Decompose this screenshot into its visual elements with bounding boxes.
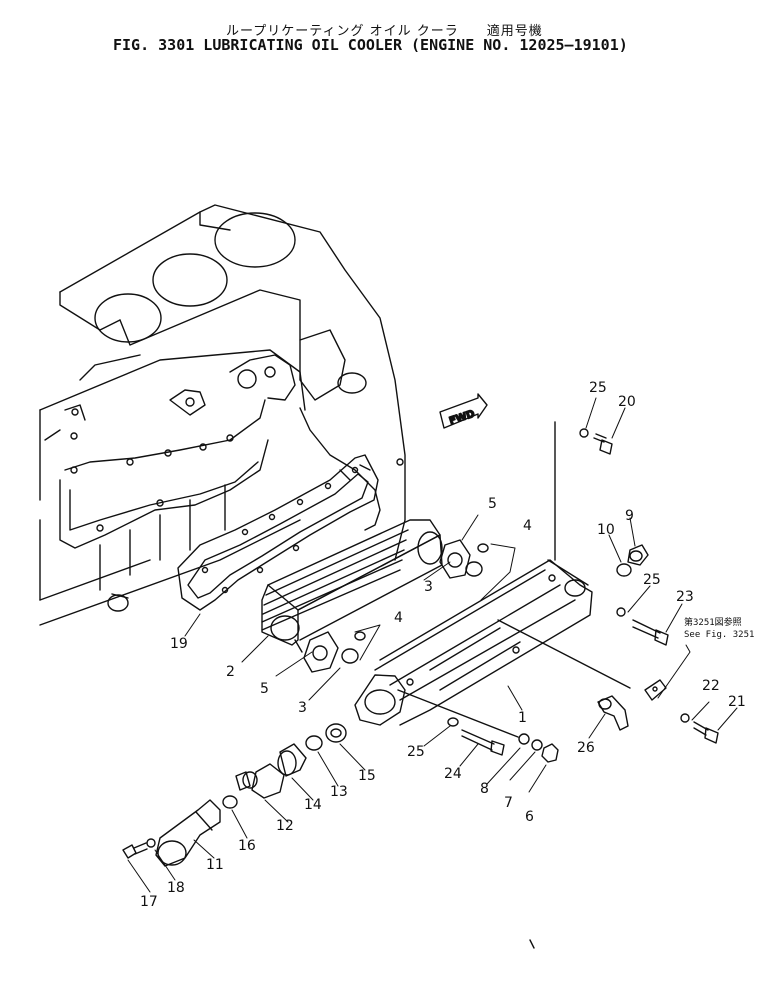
- callout-2: 2: [226, 664, 235, 680]
- bolt-21: [693, 721, 719, 744]
- washer-7: [531, 739, 543, 751]
- plug-9: [627, 544, 649, 566]
- elbow-26: [597, 695, 629, 731]
- bolt-23: [632, 619, 669, 646]
- callout-15: 15: [358, 768, 376, 784]
- reference-note-jp: 第3251図参照: [684, 618, 742, 628]
- washer-22: [680, 713, 690, 723]
- cover-11: [155, 799, 221, 867]
- callout-19: 19: [170, 636, 188, 652]
- fwd-label: FWD: [448, 409, 476, 428]
- nut-6: [541, 743, 559, 763]
- washer-25-top: [579, 428, 589, 438]
- callout-17: 17: [140, 894, 158, 910]
- housing-stud-leader: [397, 689, 519, 738]
- callout-22: 22: [702, 678, 720, 694]
- bolt-20: [593, 433, 613, 455]
- callout-3-upper: 3: [424, 579, 433, 595]
- o-ring-16: [222, 795, 238, 809]
- callout-4-upper: 4: [523, 518, 532, 534]
- callout-6: 6: [525, 809, 534, 825]
- o-ring-13: [305, 735, 323, 751]
- callout-8: 8: [480, 781, 489, 797]
- callout-24: 24: [444, 766, 462, 782]
- callout-3-lower: 3: [298, 700, 307, 716]
- callout-25-low: 25: [407, 744, 425, 760]
- fwd-arrow-icon: FWD: [439, 393, 488, 429]
- callout-25-top: 25: [589, 380, 607, 396]
- valve-12: [235, 763, 285, 799]
- callout-1: 1: [518, 710, 527, 726]
- housing-outlet-leader: [497, 619, 631, 689]
- washer-25-low: [447, 717, 459, 727]
- callout-13: 13: [330, 784, 348, 800]
- callout-18: 18: [167, 880, 185, 896]
- washer-25-mid: [616, 607, 626, 617]
- reference-note: 第3251図参照 See Fig. 3251: [684, 617, 754, 641]
- bolt-24: [461, 729, 505, 756]
- callout-12: 12: [276, 818, 294, 834]
- callout-numbers: 1 2 3 3 4 4 5 5 6 7 8 9 10 11 12 13 14 1…: [140, 380, 746, 910]
- callout-leaders: [127, 397, 738, 893]
- gasket-5-lower: [303, 631, 339, 673]
- sleeve-14: [277, 743, 307, 777]
- callout-23: 23: [676, 589, 694, 605]
- oil-cooler-element-2: [261, 519, 443, 653]
- callout-5-upper: 5: [488, 496, 497, 512]
- callout-5-lower: 5: [260, 681, 269, 697]
- gasket-5-upper: [439, 539, 471, 579]
- seal-15: [325, 723, 347, 743]
- o-ring-4-upper: [477, 543, 489, 553]
- o-ring-4-lower: [354, 631, 366, 641]
- callout-10: 10: [597, 522, 615, 538]
- small-mark: [529, 939, 535, 949]
- callout-4-lower: 4: [394, 610, 403, 626]
- title-japanese: ループリケーティング オイル クーラ 適用号機: [226, 24, 543, 39]
- callout-14: 14: [304, 797, 322, 813]
- reference-note-en: See Fig. 3251: [684, 630, 755, 640]
- washer-8: [518, 733, 530, 745]
- callout-7: 7: [504, 795, 513, 811]
- bracket-plate: [644, 679, 667, 701]
- o-ring-10: [616, 563, 632, 577]
- o-ring-3-lower: [341, 648, 359, 664]
- figure-title: FIG. 3301 LUBRICATING OIL COOLER (ENGINE…: [113, 36, 628, 54]
- callout-16: 16: [238, 838, 256, 854]
- o-ring-3-upper: [465, 561, 483, 577]
- callout-21: 21: [728, 694, 746, 710]
- callout-25-mid: 25: [643, 572, 661, 588]
- cooler-housing-1: [354, 421, 593, 726]
- callout-11: 11: [206, 857, 224, 873]
- washer-18: [146, 838, 156, 848]
- bolt-17: [122, 842, 148, 859]
- callout-9: 9: [625, 508, 634, 524]
- callout-20: 20: [618, 394, 636, 410]
- engine-block: [39, 204, 406, 626]
- cooler-gasket-19: [177, 454, 379, 611]
- callout-26: 26: [577, 740, 595, 756]
